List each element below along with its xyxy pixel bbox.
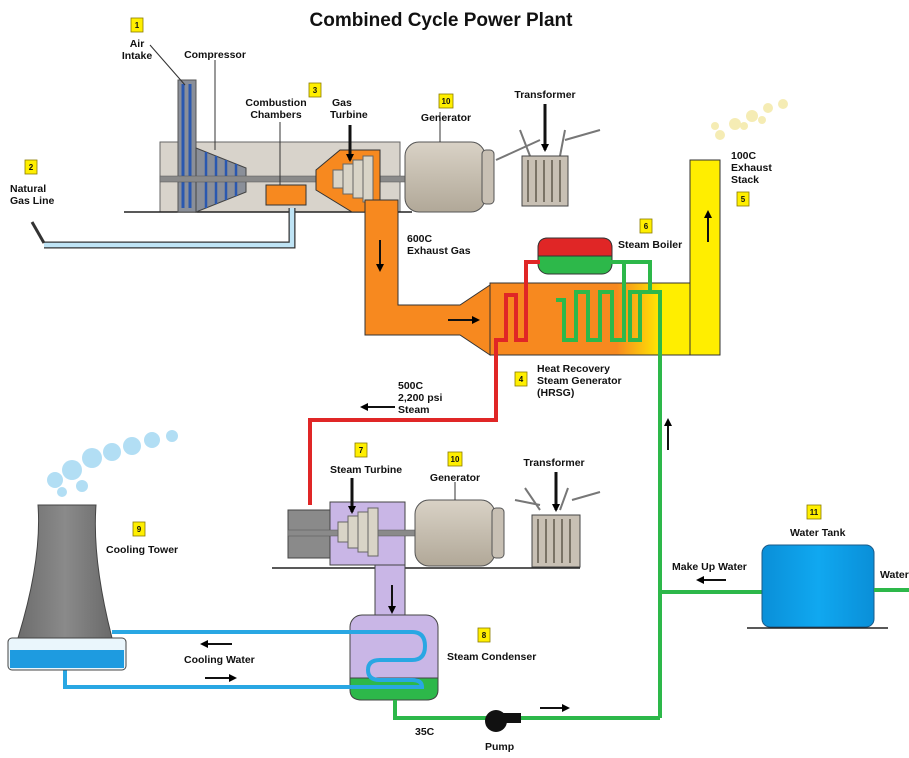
badge-8: 8 xyxy=(477,627,491,643)
svg-text:5: 5 xyxy=(741,195,746,204)
steam-turbine-label: Steam Turbine xyxy=(330,464,402,476)
hrsg-label-3: (HRSG) xyxy=(537,387,574,399)
exhaust-plume xyxy=(711,99,788,140)
cooling-tower xyxy=(7,504,127,671)
exhaust-stack xyxy=(689,159,721,356)
air-intake-label-2: Intake xyxy=(122,50,153,62)
combustion-chambers-label-2: Chambers xyxy=(250,109,302,121)
stack-label-3: Stack xyxy=(731,174,759,186)
condensate-pipe xyxy=(393,700,660,720)
steam-drum xyxy=(537,237,613,275)
pump xyxy=(485,710,521,732)
combustion-chamber xyxy=(265,184,307,206)
exhaust-duct xyxy=(364,199,491,356)
gas-turbine-assembly xyxy=(124,44,412,213)
svg-text:10: 10 xyxy=(442,97,451,106)
badge-10-bottom: 10 xyxy=(447,451,463,467)
badge-5: 5 xyxy=(736,191,750,207)
natural-gas-label-2: Gas Line xyxy=(10,195,55,207)
generator-bottom xyxy=(414,482,505,567)
steam-boiler-label: Steam Boiler xyxy=(618,239,682,251)
water-tank xyxy=(747,544,888,629)
steam-label-3: Steam xyxy=(398,404,430,416)
badge-10-top: 10 xyxy=(438,93,454,109)
condensate-temp-label: 35C xyxy=(415,726,435,738)
badge-4: 4 xyxy=(514,371,528,387)
diagram-title: Combined Cycle Power Plant xyxy=(310,10,574,31)
steam-label-2: 2,200 psi xyxy=(398,392,442,404)
turbine-to-condenser-duct xyxy=(374,564,406,618)
svg-text:7: 7 xyxy=(359,446,364,455)
gas-turbine-label-2: Turbine xyxy=(330,109,368,121)
hrsg-label-2: Steam Generator xyxy=(537,375,622,387)
transformer-bottom-label: Transformer xyxy=(523,457,584,469)
cooling-water-label: Cooling Water xyxy=(184,654,255,666)
pump-label: Pump xyxy=(485,741,514,753)
badge-6: 6 xyxy=(639,218,653,234)
badge-1: 1 xyxy=(130,17,144,33)
svg-text:2: 2 xyxy=(29,163,34,172)
superheater-coil xyxy=(308,260,540,505)
stack-label-2: Exhaust xyxy=(731,162,772,174)
make-up-water-label: Make Up Water xyxy=(672,561,747,573)
svg-text:1: 1 xyxy=(135,21,140,30)
badge-3: 3 xyxy=(308,82,322,98)
exhaust-gas-label-1: 600C xyxy=(407,233,433,245)
stack-label-1: 100C xyxy=(731,150,757,162)
compressor-label: Compressor xyxy=(184,49,246,61)
gas-turbine-label-1: Gas xyxy=(332,97,352,109)
cooling-tower-label: Cooling Tower xyxy=(106,544,178,556)
natural-gas-label-1: Natural xyxy=(10,183,46,195)
steam-condenser-label: Steam Condenser xyxy=(447,651,536,663)
combustion-chambers-label-1: Combustion xyxy=(245,97,306,109)
svg-text:9: 9 xyxy=(137,525,142,534)
cooling-water-pipes xyxy=(63,630,428,689)
generator-top-label: Generator xyxy=(421,112,471,124)
economizer-coil xyxy=(556,260,626,342)
badge-9: 9 xyxy=(132,521,146,537)
hrsg-label-1: Heat Recovery xyxy=(537,363,610,375)
steam-label-1: 500C xyxy=(398,380,424,392)
water-tank-label: Water Tank xyxy=(790,527,846,539)
svg-text:11: 11 xyxy=(810,508,819,517)
air-intake-label-1: Air xyxy=(130,38,145,50)
svg-text:10: 10 xyxy=(451,455,460,464)
steam-turbine-rotor xyxy=(337,507,379,557)
exhaust-gas-label-2: Exhaust Gas xyxy=(407,245,471,257)
steam-turbine-assembly xyxy=(272,478,580,569)
badge-2: 2 xyxy=(24,159,38,175)
natural-gas-pipe xyxy=(30,208,296,249)
feedwater-coil xyxy=(612,260,662,718)
svg-text:4: 4 xyxy=(519,375,524,384)
transformer-top-label: Transformer xyxy=(514,89,575,101)
water-inlet-label: Water xyxy=(880,569,909,581)
transformer-bottom xyxy=(514,472,601,568)
generator-bottom-label: Generator xyxy=(430,472,480,484)
generator-top xyxy=(404,112,495,213)
svg-text:8: 8 xyxy=(482,631,487,640)
air-intake-duct xyxy=(177,79,197,213)
tower-plume xyxy=(47,430,178,497)
transformer-top xyxy=(495,104,601,207)
gas-turbine-rotor xyxy=(332,155,374,203)
svg-text:3: 3 xyxy=(313,86,318,95)
svg-text:6: 6 xyxy=(644,222,649,231)
badge-7: 7 xyxy=(354,442,368,458)
badge-11: 11 xyxy=(806,504,822,520)
